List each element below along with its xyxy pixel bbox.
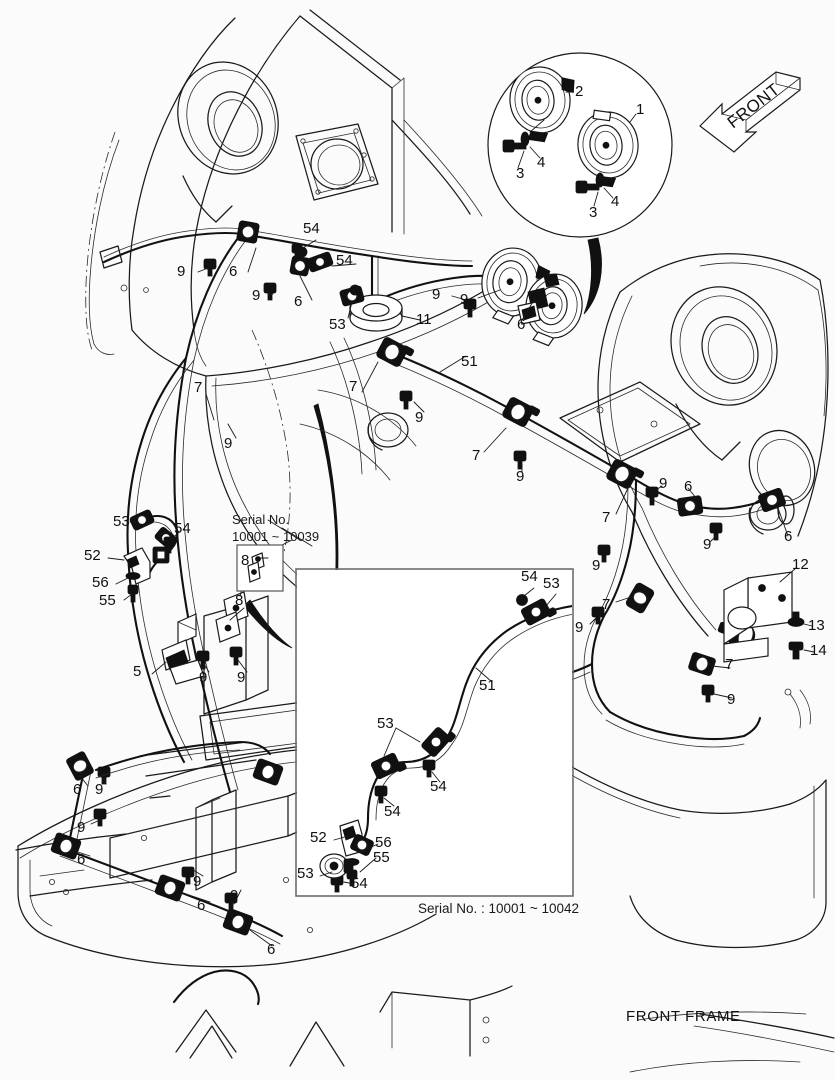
callout-main-9-m23: 9 bbox=[703, 536, 712, 553]
inset-serial-caption: Serial No. : 10001 ~ 10042 bbox=[418, 901, 579, 916]
callout-main-54-m01: 54 bbox=[303, 220, 320, 237]
callout-main-8-m37: 8 bbox=[241, 552, 250, 569]
washer-4-a bbox=[520, 131, 530, 147]
callout-main-12-m27: 12 bbox=[792, 556, 809, 573]
pipe-clamp-a bbox=[376, 337, 415, 367]
callout-main-9-m40: 9 bbox=[199, 669, 208, 686]
callout-main-5-m39: 5 bbox=[133, 663, 142, 680]
callout-main-6-m10: 6 bbox=[517, 316, 526, 333]
inset-diagram-content bbox=[297, 570, 572, 895]
callout-main-9-m09: 9 bbox=[432, 286, 441, 303]
callout-inset-55-i9: 55 bbox=[373, 849, 390, 866]
callout-inset-54-i6: 54 bbox=[384, 803, 401, 820]
callout-main-9-m02: 9 bbox=[177, 263, 186, 280]
callout-main-9-m20: 9 bbox=[659, 475, 668, 492]
callout-main-9-m04: 9 bbox=[252, 287, 261, 304]
callout-main-6-m49: 6 bbox=[267, 941, 276, 958]
bolt-13 bbox=[787, 611, 805, 627]
serial-note-left-line2: 10001 ~ 10039 bbox=[232, 528, 320, 544]
serial-note-left: Serial No. 10001 ~ 10039 bbox=[232, 512, 319, 546]
callout-main-54-m06: 54 bbox=[336, 252, 353, 269]
mounting-plate-8 bbox=[177, 591, 249, 645]
callout-main-8-m38: 8 bbox=[235, 592, 244, 609]
callout-main-55-m36: 55 bbox=[99, 592, 116, 609]
pipe-clamp-c bbox=[606, 459, 645, 489]
clamps-and-fittings bbox=[50, 220, 805, 936]
callout-main-9-m16: 9 bbox=[415, 409, 424, 426]
serial-detail-box-8 bbox=[236, 544, 284, 592]
pipe-clamp-b bbox=[502, 397, 541, 427]
callout-inset-51-i3: 51 bbox=[479, 677, 496, 694]
callout-main-9-m44: 9 bbox=[77, 819, 86, 836]
callout-main-6-m45: 6 bbox=[77, 851, 86, 868]
clamp-bracket-5 bbox=[161, 639, 205, 685]
callout-main-6-m22: 6 bbox=[784, 528, 793, 545]
callout-main-9-m24: 9 bbox=[592, 557, 601, 574]
washer-4-b bbox=[595, 172, 605, 188]
callout-inset-53-i4: 53 bbox=[377, 715, 394, 732]
callout-main-53-m07: 53 bbox=[329, 316, 346, 333]
callout-inset-52-i7: 52 bbox=[310, 829, 327, 846]
callout-main-9-m11: 9 bbox=[460, 291, 469, 308]
callout-main-6-m05: 6 bbox=[294, 293, 303, 310]
page-title: FRONT FRAME bbox=[626, 1008, 741, 1025]
callout-detail-3a: 3 bbox=[516, 165, 525, 182]
callout-main-7-m30: 7 bbox=[725, 656, 734, 673]
callout-main-11-m08: 11 bbox=[416, 311, 432, 328]
callout-main-6-m03: 6 bbox=[229, 263, 238, 280]
callout-main-7-m13: 7 bbox=[194, 379, 203, 396]
callout-main-7-m17: 7 bbox=[472, 447, 481, 464]
callout-inset-54-i5: 54 bbox=[430, 778, 447, 795]
callout-main-9-m41: 9 bbox=[237, 669, 246, 686]
mounted-horns-assembly bbox=[463, 237, 602, 347]
callout-main-9-m46: 9 bbox=[193, 873, 202, 890]
callout-main-7-m14: 7 bbox=[349, 378, 358, 395]
callout-inset-56-i8: 56 bbox=[375, 834, 392, 851]
fitting-group-left bbox=[123, 509, 179, 603]
callout-main-7-m25: 7 bbox=[602, 596, 611, 613]
callout-main-9-m43: 9 bbox=[95, 781, 104, 798]
callout-main-6-m47: 6 bbox=[197, 897, 206, 914]
callout-main-9-m18: 9 bbox=[516, 468, 525, 485]
callout-main-13-m28: 13 bbox=[808, 617, 825, 634]
left-frame-tower bbox=[85, 9, 483, 377]
callout-detail-4a: 4 bbox=[537, 154, 546, 171]
callout-main-52-m34: 52 bbox=[84, 547, 101, 564]
mounting-bracket-12 bbox=[723, 571, 793, 663]
callout-main-9-m31: 9 bbox=[727, 691, 736, 708]
front-direction-arrow: FRONT bbox=[699, 71, 801, 153]
callout-main-53-m32: 53 bbox=[113, 513, 130, 530]
callout-detail-1: 1 bbox=[636, 101, 645, 118]
detail-circle-group bbox=[487, 52, 673, 238]
callout-main-9-m26: 9 bbox=[575, 619, 584, 636]
callout-main-9-m15: 9 bbox=[224, 435, 233, 452]
callout-main-6-m21: 6 bbox=[684, 478, 693, 495]
callout-inset-54-i11: 54 bbox=[351, 875, 368, 892]
callout-inset-53-i10: 53 bbox=[297, 865, 314, 882]
callout-detail-4b: 4 bbox=[611, 193, 620, 210]
callout-main-51-m12: 51 bbox=[461, 353, 478, 370]
serial-note-left-line1: Serial No. bbox=[232, 512, 290, 527]
callout-detail-3b: 3 bbox=[589, 204, 598, 221]
callout-main-14-m29: 14 bbox=[810, 642, 827, 659]
callout-inset-54-i1: 54 bbox=[521, 568, 538, 585]
callout-detail-2: 2 bbox=[575, 83, 584, 100]
bolt-3-b bbox=[575, 180, 600, 194]
callout-main-6-m42: 6 bbox=[73, 781, 82, 798]
callout-main-7-m19: 7 bbox=[602, 509, 611, 526]
callout-main-54-m33: 54 bbox=[174, 520, 191, 537]
callout-main-9-m48: 9 bbox=[230, 887, 239, 904]
bolt-3-a bbox=[502, 139, 527, 153]
callout-main-56-m35: 56 bbox=[92, 574, 109, 591]
callout-inset-53-i2: 53 bbox=[543, 575, 560, 592]
bolt-14 bbox=[788, 641, 804, 660]
